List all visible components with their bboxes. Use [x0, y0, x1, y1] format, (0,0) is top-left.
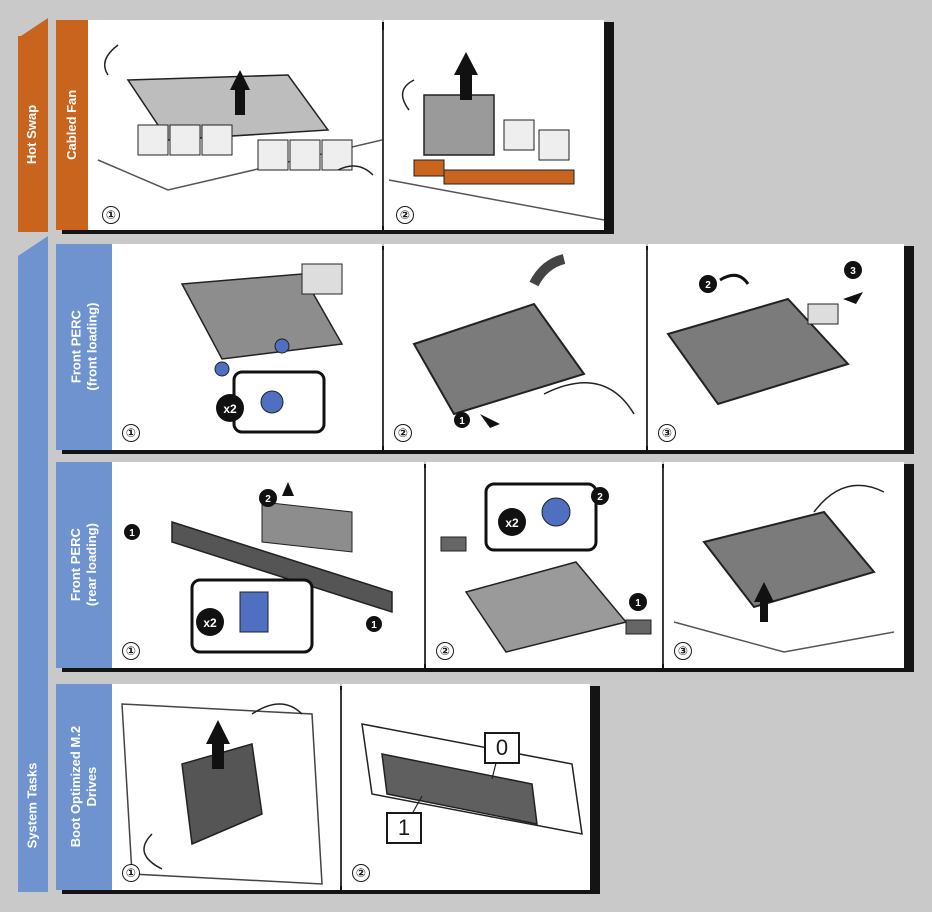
- front-perc-rear-step2-x2: x2: [505, 516, 519, 530]
- front-perc-rear-step-2-illustration: x2 2 1: [440, 482, 652, 653]
- front-perc-front-step-3: 2 3 ③: [648, 244, 904, 450]
- front-perc-rear-step-3: ③: [664, 462, 904, 668]
- front-perc-rear-divider-1: [424, 468, 426, 664]
- front-perc-rear-step2-callout-1: 1: [635, 598, 641, 609]
- hot-swap-label: Hot Swap: [24, 104, 40, 164]
- front-perc-rear-step-2-number: ②: [436, 642, 454, 660]
- system-tasks-bar: [18, 700, 48, 892]
- boot-m2-step-1-number: ①: [122, 864, 140, 882]
- front-perc-rear-label-line2: (rear loading): [84, 523, 100, 607]
- front-perc-front-label: Front PERC (front loading): [68, 303, 99, 391]
- front-perc-rear-callout-1b: 1: [371, 620, 377, 631]
- front-perc-rear-x2: x2: [203, 616, 217, 630]
- front-perc-front-label-box: Front PERC (front loading): [56, 244, 112, 450]
- front-perc-front-divider-2: [646, 250, 648, 446]
- front-perc-front-step-2-illustration: 1: [412, 254, 635, 428]
- front-perc-front-label-line2: (front loading): [84, 302, 99, 392]
- boot-m2-slot-0-label: 0: [484, 732, 520, 764]
- front-perc-front-step-1-number: ①: [122, 424, 140, 442]
- front-perc-rear-step-1: x2 1 2 1 ①: [112, 462, 424, 668]
- boot-m2-divider: [340, 690, 342, 886]
- front-perc-front-callout-3: 3: [850, 266, 856, 277]
- front-perc-rear-step-1-illustration: x2 1 2 1: [124, 482, 393, 654]
- boot-m2-step-2-number: ②: [352, 864, 370, 882]
- cabled-fan-label-box: Cabled Fan: [56, 20, 88, 230]
- front-perc-front-callout-1: 1: [459, 416, 465, 427]
- front-perc-front-step-3-illustration: 2 3: [666, 261, 863, 406]
- front-perc-rear-step-2: x2 2 1 ②: [426, 462, 662, 668]
- boot-m2-label-box: Boot Optimized M.2 Drives: [56, 684, 112, 890]
- front-perc-front-step-1-illustration: x2: [180, 263, 344, 434]
- cabled-fan-step-2: ②: [384, 20, 604, 230]
- front-perc-front-step-2: 1 ②: [384, 244, 646, 450]
- cabled-fan-step-1-number: ①: [102, 206, 120, 224]
- system-tasks-label-visible: System Tasks: [24, 762, 40, 848]
- front-perc-rear-step-3-number: ③: [674, 642, 692, 660]
- boot-m2-label-line1: Boot Optimized M.2: [68, 726, 84, 848]
- cabled-fan-step-2-illustration: [388, 52, 604, 221]
- front-perc-rear-step-1-number: ①: [122, 642, 140, 660]
- cabled-fan-step-2-number: ②: [396, 206, 414, 224]
- cabled-fan-label: Cabled Fan: [64, 89, 80, 161]
- front-perc-front-step-3-number: ③: [658, 424, 676, 442]
- system-tasks-tab-notch: [18, 236, 48, 256]
- front-perc-front-divider-1: [382, 250, 384, 446]
- boot-m2-step-2: 0 1 ②: [342, 684, 590, 890]
- front-perc-rear-callout-2: 2: [265, 494, 271, 505]
- front-perc-front-step-2-number: ②: [394, 424, 412, 442]
- system-tasks-label-box: System Tasks: [18, 730, 48, 880]
- front-perc-rear-label-line1: Front PERC: [68, 528, 84, 602]
- front-perc-rear-label: Front PERC (rear loading): [68, 523, 99, 606]
- front-perc-rear-label-box: Front PERC (rear loading): [56, 462, 112, 668]
- boot-m2-label: Boot Optimized M.2 Drives: [68, 726, 99, 847]
- boot-m2-step-2-illustration: [361, 723, 583, 835]
- front-perc-rear-step-3-illustration: [673, 484, 895, 653]
- front-perc-rear-callout-1a: 1: [129, 528, 135, 539]
- front-perc-rear-divider-2: [662, 468, 664, 664]
- boot-m2-label-line2: Drives: [84, 767, 99, 807]
- front-perc-front-x2: x2: [223, 402, 237, 416]
- front-perc-front-callout-2: 2: [705, 280, 711, 291]
- front-perc-front-label-line1: Front PERC: [68, 310, 84, 384]
- front-perc-rear-step2-callout-2: 2: [597, 492, 603, 503]
- hot-swap-tab-notch: [18, 18, 48, 38]
- cabled-fan-step-1-illustration: [97, 44, 382, 191]
- cabled-fan-step-1: ①: [88, 20, 382, 230]
- boot-m2-step-1-illustration: [121, 703, 323, 885]
- front-perc-front-step-1: x2 ①: [112, 244, 382, 450]
- hot-swap-tab: Hot Swap: [18, 36, 48, 232]
- cabled-fan-divider: [382, 30, 384, 226]
- boot-m2-slot-1-label: 1: [386, 812, 422, 844]
- boot-m2-step-1: ①: [112, 684, 340, 890]
